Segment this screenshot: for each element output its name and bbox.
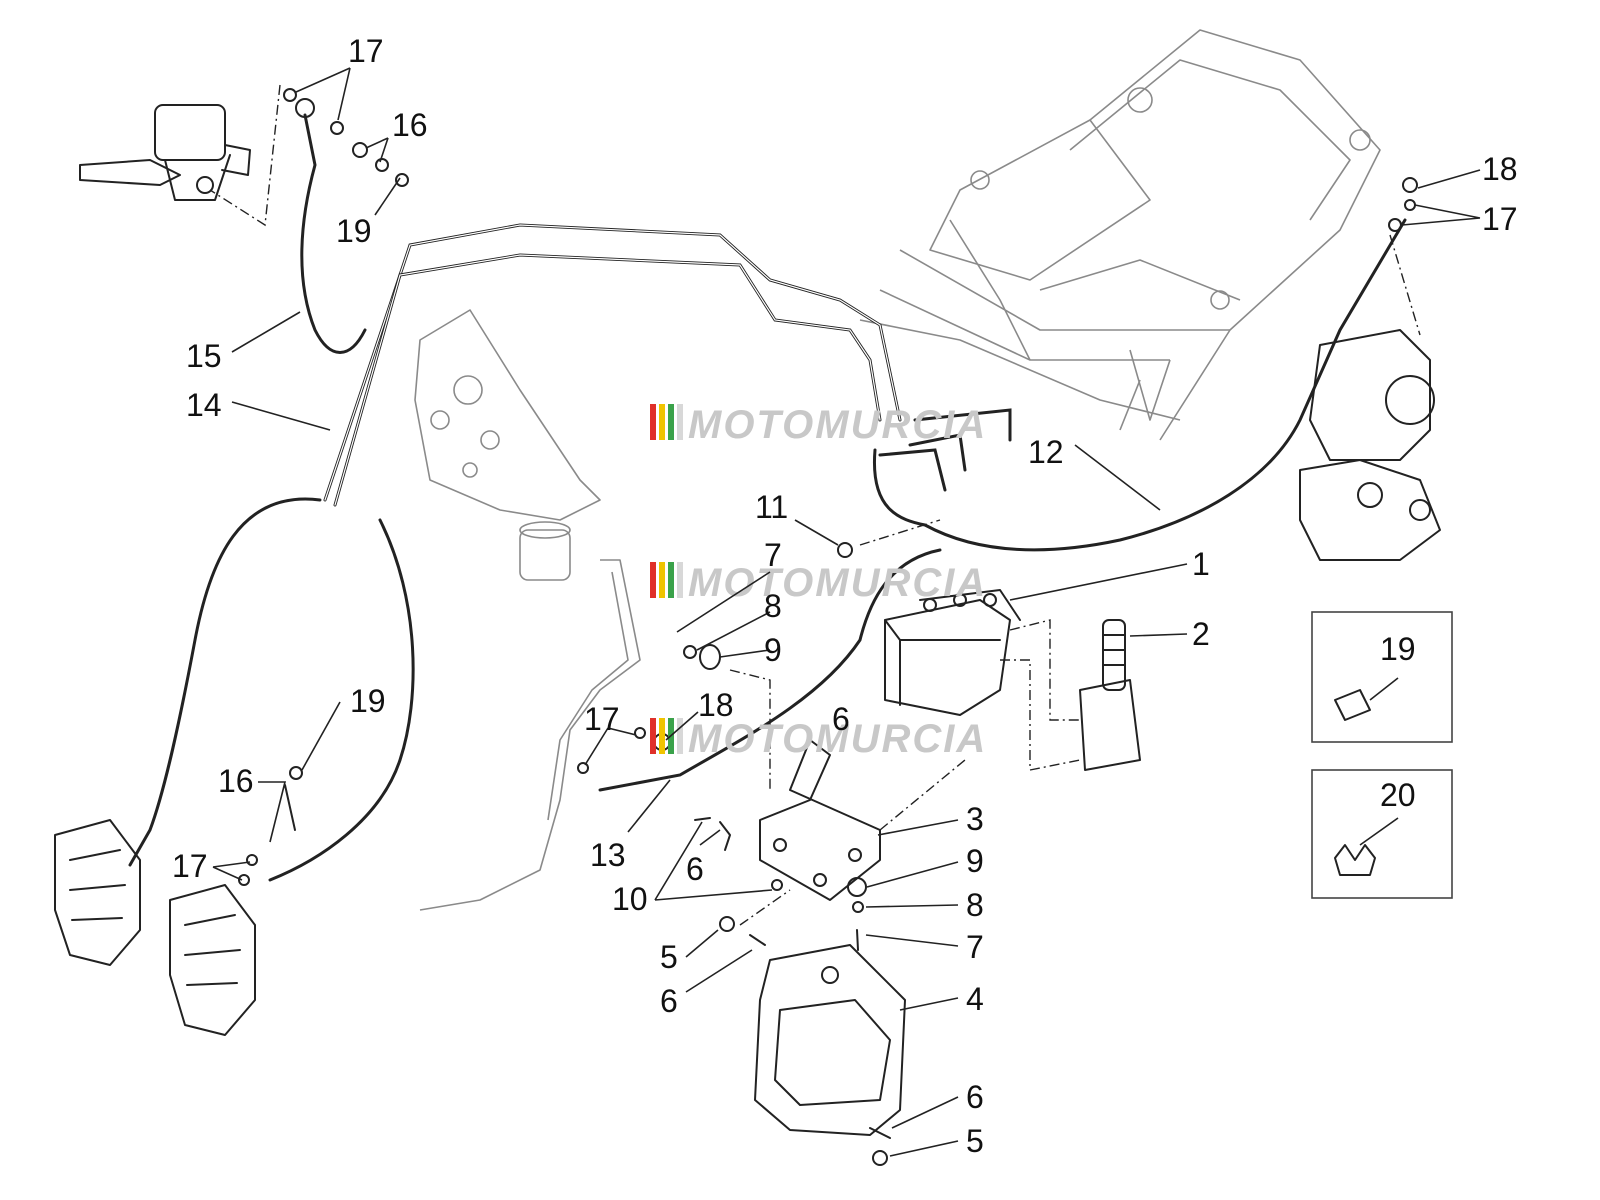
inset-box-20 — [1311, 769, 1453, 899]
callout-6: 6 — [686, 851, 704, 887]
front-calipers — [54, 819, 256, 1036]
callout-8: 8 — [764, 588, 782, 624]
callout-8: 8 — [966, 887, 984, 923]
callout-17: 17 — [584, 701, 620, 737]
rear-caliper — [1299, 234, 1441, 561]
callout-6: 6 — [966, 1079, 984, 1115]
callout-18: 18 — [1482, 151, 1518, 187]
callout-1: 1 — [1192, 546, 1210, 582]
frame-drawing — [859, 29, 1381, 441]
watermark-stripes — [650, 404, 683, 440]
callout-4: 4 — [966, 981, 984, 1017]
watermark-3: MOTOMURCIA — [650, 717, 987, 761]
callout-labels: 17 16 19 15 14 18 17 12 11 7 8 9 1 2 19 … — [172, 33, 1518, 1159]
callout-20: 20 — [1380, 777, 1416, 813]
inset-box-19 — [1311, 611, 1453, 743]
watermark-text: MOTOMURCIA — [688, 403, 987, 447]
callout-7: 7 — [966, 929, 984, 965]
front-bracket-drawing — [414, 309, 601, 521]
rear-master-cylinder-drawing — [419, 521, 641, 911]
abs-cover — [754, 944, 906, 1136]
front-master-cylinder — [79, 84, 281, 227]
callout-13: 13 — [590, 837, 626, 873]
watermark-1: MOTOMURCIA — [650, 403, 987, 447]
abs-bracket — [759, 739, 881, 901]
watermark-text: MOTOMURCIA — [688, 717, 987, 761]
callout-6: 6 — [832, 701, 850, 737]
abs-modulator — [884, 589, 1021, 716]
callout-15: 15 — [186, 338, 222, 374]
callout-9: 9 — [764, 632, 782, 668]
callout-17: 17 — [348, 33, 384, 69]
callout-3: 3 — [966, 801, 984, 837]
hardware — [238, 88, 1418, 1166]
callout-17: 17 — [172, 848, 208, 884]
callout-5: 5 — [966, 1123, 984, 1159]
callout-19: 19 — [1380, 631, 1416, 667]
callout-16: 16 — [218, 763, 254, 799]
callout-17: 17 — [1482, 201, 1518, 237]
leader-lines — [212, 67, 1481, 1157]
watermark-stripes — [650, 562, 683, 598]
callout-11: 11 — [755, 489, 788, 525]
callout-5: 5 — [660, 939, 678, 975]
callout-10: 10 — [612, 881, 648, 917]
callout-14: 14 — [186, 387, 222, 423]
watermark-text: MOTOMURCIA — [688, 561, 987, 605]
callout-12: 12 — [1028, 434, 1064, 470]
callout-18: 18 — [698, 687, 734, 723]
callout-2: 2 — [1192, 616, 1210, 652]
callout-19: 19 — [336, 213, 372, 249]
callout-19: 19 — [350, 683, 386, 719]
callout-6: 6 — [660, 983, 678, 1019]
abs-connector — [1000, 619, 1141, 771]
callout-9: 9 — [966, 843, 984, 879]
callout-7: 7 — [764, 537, 782, 573]
callout-16: 16 — [392, 107, 428, 143]
brake-lines — [128, 113, 1407, 882]
watermark-2: MOTOMURCIA — [650, 561, 987, 605]
